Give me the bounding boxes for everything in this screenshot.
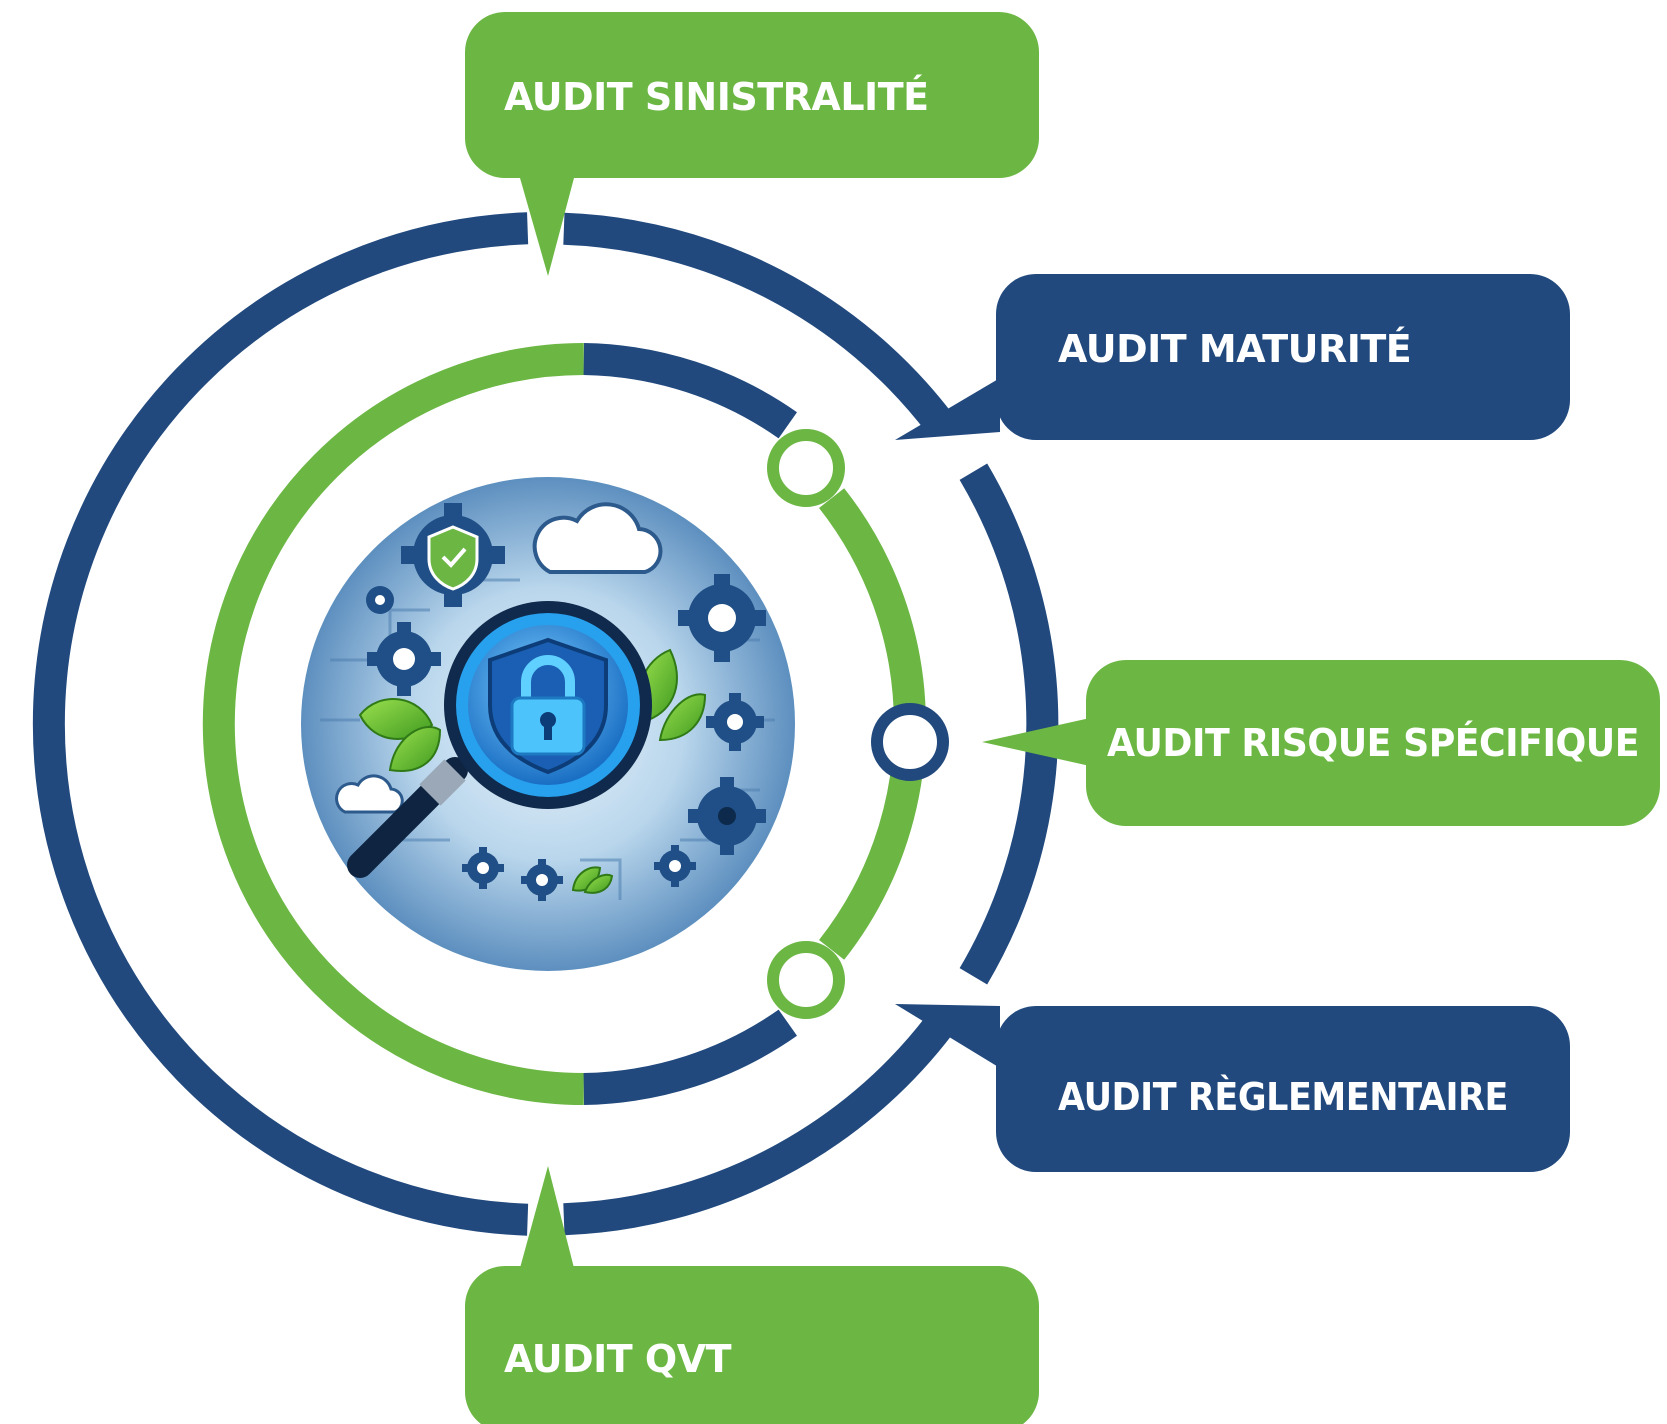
inner-ring-green-arc [202, 343, 584, 1105]
node-bottom [767, 941, 845, 1019]
callout-audit-reglementaire: AUDIT RÈGLEMENTAIRE [895, 1004, 1570, 1172]
outer-ring-arc-right [959, 463, 1059, 985]
outer-ring-arc-left [32, 212, 529, 1236]
callout-box-reglementaire [996, 1006, 1570, 1172]
callout-audit-qvt: AUDIT QVT [465, 1166, 1039, 1424]
small-cloud-icon [335, 774, 404, 814]
magnifier-handle [347, 757, 468, 878]
inner-ring-navy-arc-top [583, 343, 797, 439]
callout-box-risque [1086, 660, 1660, 826]
callout-pointer-qvt [520, 1166, 574, 1268]
callout-box-maturite [996, 274, 1570, 440]
label-audit-risque-specifique: AUDIT RISQUE SPÉCIFIQUE [1107, 721, 1639, 765]
callout-audit-sinistralite: AUDIT SINISTRALITÉ [465, 12, 1039, 276]
gear-icons [366, 574, 766, 901]
callout-pointer-reglementaire [895, 1004, 1000, 1068]
ring-nodes [767, 429, 949, 1019]
label-audit-reglementaire: AUDIT RÈGLEMENTAIRE [1058, 1075, 1508, 1119]
shield-gear-icon [401, 503, 505, 607]
center-illustration [301, 477, 795, 971]
label-audit-maturite: AUDIT MATURITÉ [1058, 327, 1411, 371]
label-audit-qvt: AUDIT QVT [504, 1337, 732, 1381]
outer-ring-arc-bottom-right [563, 1014, 953, 1236]
callout-pointer-sinistralite [520, 178, 574, 276]
cloud-icon [532, 502, 663, 574]
outer-ring [32, 212, 1059, 1236]
callout-audit-risque-specifique: AUDIT RISQUE SPÉCIFIQUE [982, 660, 1660, 826]
node-top [767, 429, 845, 507]
inner-ring-navy-arc-bottom [583, 1009, 797, 1105]
callout-box-qvt [465, 1266, 1039, 1424]
outer-ring-arc-top-right [563, 212, 953, 434]
label-audit-sinistralite: AUDIT SINISTRALITÉ [504, 75, 929, 119]
callout-box-sinistralite [465, 12, 1039, 178]
node-middle [871, 703, 949, 781]
callout-audit-maturite: AUDIT MATURITÉ [895, 274, 1570, 440]
lock-icon [510, 655, 586, 756]
callout-pointer-risque [982, 718, 1090, 766]
callout-pointer-maturite [895, 378, 1000, 440]
